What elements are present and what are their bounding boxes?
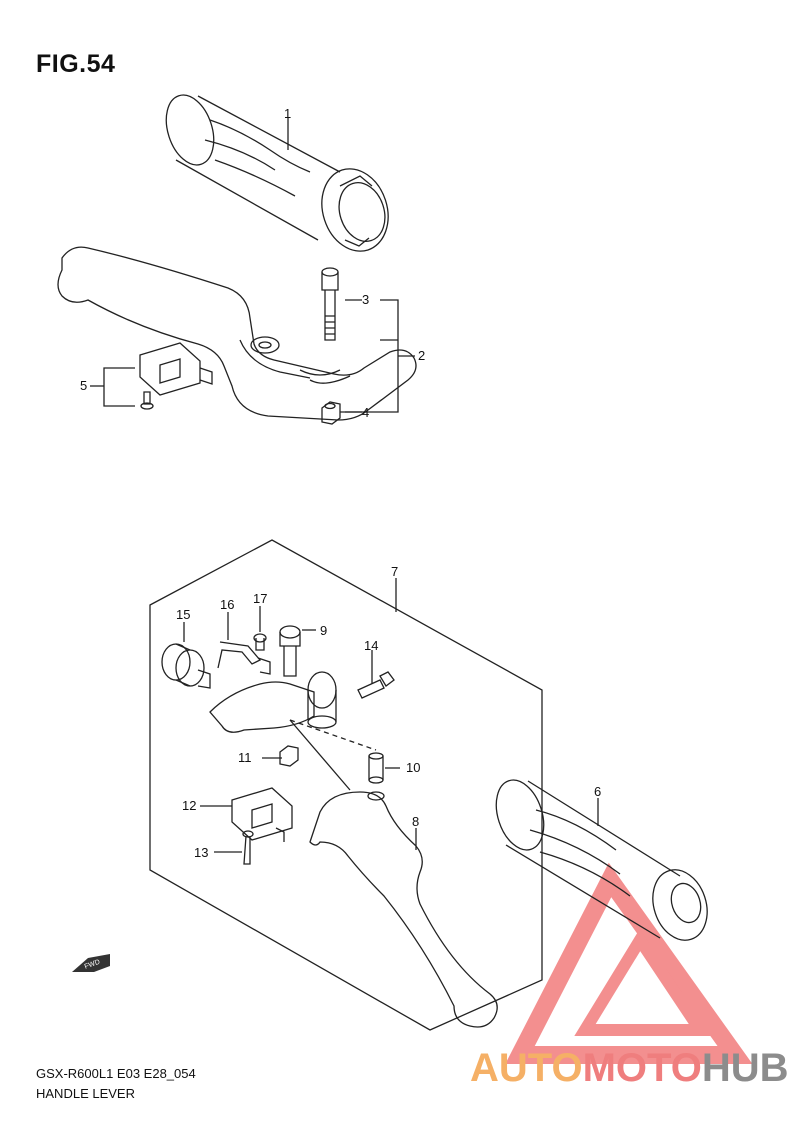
lever-2-drawing (57, 246, 417, 421)
callout-10: 10 (406, 760, 421, 775)
screw-13-drawing (242, 830, 254, 865)
adjuster-15-drawing (161, 643, 211, 689)
callout-17: 17 (253, 591, 268, 606)
figure-title: FIG.54 (36, 50, 116, 78)
watermark-text: AUTOMOTOHUB (470, 1046, 789, 1091)
bolt-3-drawing (321, 267, 339, 341)
watermark-part-moto: MOTO (582, 1046, 702, 1090)
fwd-arrow-icon: FWD (72, 954, 110, 972)
switch-12-drawing (231, 787, 293, 842)
assembly-7-outline (149, 539, 543, 1031)
switch-5-drawing (139, 342, 213, 410)
callout-3: 3 (362, 292, 370, 307)
nut-11-drawing (279, 745, 299, 767)
callout-6: 6 (594, 784, 602, 799)
nut-4-drawing (321, 401, 341, 425)
bolt-9-drawing (279, 625, 301, 677)
watermark-logo (505, 862, 753, 1064)
callout-5: 5 (80, 378, 88, 393)
model-code: GSX-R600L1 E03 E28_054 (36, 1066, 196, 1081)
bracket-16-drawing (217, 641, 271, 675)
callout-16: 16 (220, 597, 235, 612)
callout-2: 2 (418, 348, 426, 363)
callout-14: 14 (364, 638, 379, 653)
callout-4: 4 (362, 405, 370, 420)
callout-12: 12 (182, 798, 197, 813)
callout-15: 15 (176, 607, 191, 622)
callout-8: 8 (412, 814, 420, 829)
bolt-14-drawing (357, 671, 395, 699)
clutch-holder-drawing (209, 671, 337, 733)
callout-13: 13 (194, 845, 209, 860)
callout-1: 1 (284, 106, 292, 121)
callout-7: 7 (391, 564, 399, 579)
callout-9: 9 (320, 623, 328, 638)
callout-11: 11 (238, 750, 252, 765)
watermark-part-hub: HUB (701, 1046, 789, 1090)
grip-6-drawing (495, 779, 708, 941)
diagram-name: HANDLE LEVER (36, 1086, 135, 1101)
screw-17-drawing (253, 633, 267, 651)
collar-10-drawing (368, 752, 384, 784)
grip-1-drawing (165, 94, 389, 252)
watermark-part-auto: AUTO (470, 1046, 583, 1090)
lever-8-drawing (309, 791, 498, 1028)
